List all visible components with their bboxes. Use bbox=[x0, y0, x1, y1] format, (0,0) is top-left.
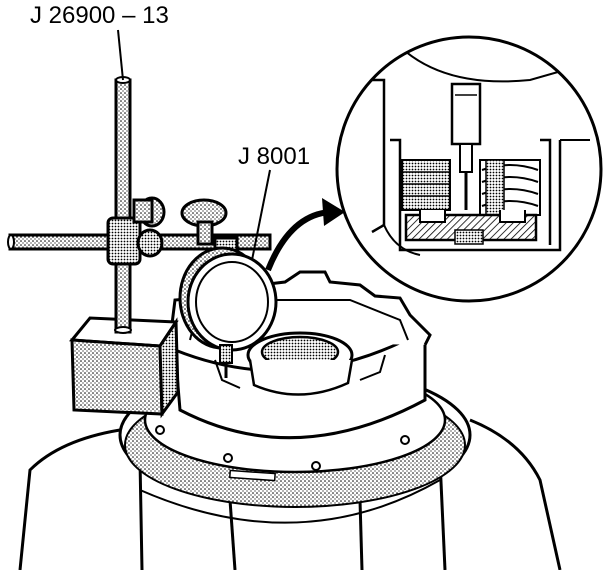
dial-indicator bbox=[178, 246, 278, 378]
magnetic-base-stand bbox=[7, 76, 272, 419]
clutch-drum bbox=[168, 270, 432, 440]
leader-lines bbox=[117, 29, 271, 261]
callout-dial-indicator-tool: J 8001 bbox=[238, 143, 311, 170]
detail-inset bbox=[335, 35, 603, 303]
detail-arrow bbox=[265, 198, 345, 272]
callout-magnetic-base-tool: J 26900 – 13 bbox=[30, 2, 169, 29]
